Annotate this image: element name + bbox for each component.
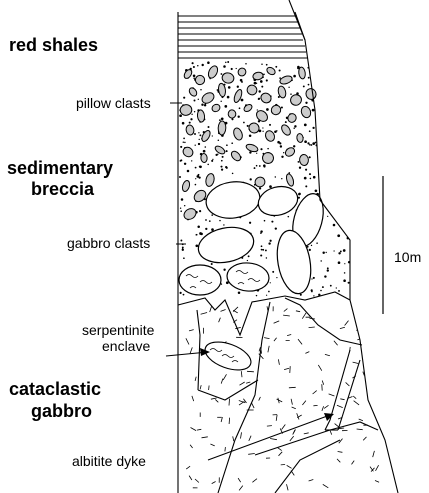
red-shales-label: red shales [9,36,98,54]
scale-bar-label: 10m [394,250,421,264]
serpentinite-label-line2: enclave [102,339,150,353]
serpentinite-label-line1: serpentinite [82,323,154,337]
serpentinite-enclave-drawing [201,337,254,376]
sedimentary-breccia-label-line2: breccia [31,180,94,198]
cataclastic-gabbro-label-line1: cataclastic [9,380,101,398]
red-shales-layer [178,16,308,58]
cataclastic-hatch-marks [186,306,384,490]
gabbro-clasts-label: gabbro clasts [67,236,150,250]
albitite-dyke-label: albitite dyke [72,454,146,468]
cataclastic-gabbro-label-line2: gabbro [31,402,92,420]
pillow-clasts-label: pillow clasts [76,96,151,110]
cataclastic-gabbro-body [178,292,378,493]
sedimentary-breccia-label-line1: sedimentary [7,159,113,177]
